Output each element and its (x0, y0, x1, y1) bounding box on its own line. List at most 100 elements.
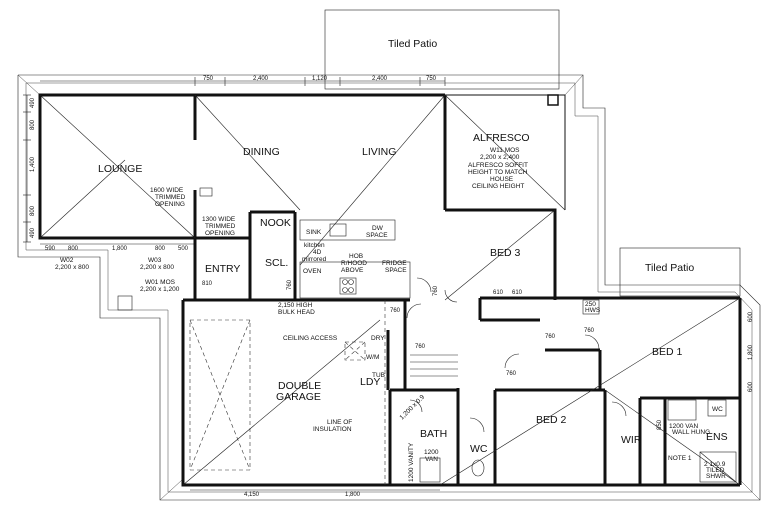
lounge-label: LOUNGE (98, 163, 142, 175)
hws-1: 250 (585, 301, 596, 308)
dim-right-600: 600 (748, 311, 754, 322)
insulation-1: LINE OF (327, 419, 352, 426)
ensuite-label: ENS (706, 431, 728, 443)
kitchen-3: mirrored (302, 256, 327, 263)
laundry-label: LDY (360, 376, 380, 388)
opening-1600-2: TRIMMED (155, 194, 186, 201)
dining-label: DINING (243, 146, 280, 158)
top-patio-label: Tiled Patio (388, 38, 437, 50)
dim-right-1800: 1,800 (748, 344, 754, 360)
w03-2: 2,200 x 800 (140, 264, 174, 271)
hws-2: HWS (585, 307, 601, 314)
dim-bot-1800a: 1,800 (112, 246, 128, 252)
dim-top-2400a: 2,400 (253, 76, 269, 82)
scullery-label: SCL. (265, 257, 288, 269)
dim-door-760c: 760 (584, 328, 595, 334)
entry-label: ENTRY (205, 263, 240, 275)
opening-1300-1: 1300 WIDE (202, 216, 236, 223)
washer-label: W/M (366, 354, 379, 361)
opening-1600-3: OPENING (155, 201, 185, 208)
dim-left-800a: 800 (30, 119, 36, 130)
right-patio-label: Tiled Patio (645, 262, 694, 274)
hob-1: HOB (349, 253, 363, 260)
dim-bot-1800b: 1,800 (345, 492, 361, 498)
alfresco-window-size: 2,200 x 2,400 (480, 154, 520, 161)
right-patio-outline (619, 247, 741, 297)
sink-label: SINK (306, 229, 322, 236)
ens-door: 850 (657, 419, 663, 430)
dryer-label: DRY (371, 335, 385, 342)
dim-entry-810: 810 (202, 281, 213, 287)
dim-bot-800a: 800 (68, 246, 79, 252)
roof-outline (17, 74, 761, 501)
garage-label-2: GARAGE (276, 391, 321, 403)
dim-top-2400b: 2,400 (372, 76, 388, 82)
bulkhead-1: 2,150 HIGH (278, 302, 313, 309)
alfresco-soffit-3: HOUSE (490, 176, 514, 183)
alfresco-window: W11 MOS (490, 147, 520, 154)
w03-1: W03 (148, 257, 162, 264)
dim-garage-760: 760 (287, 279, 293, 290)
dim-bot-4150: 4,150 (244, 492, 260, 498)
alfresco-soffit-4: CEILING HEIGHT (472, 183, 524, 190)
kitchen-1: kitchen (304, 242, 325, 249)
bulkhead-2: BULK HEAD (278, 309, 315, 316)
bed3-label: BED 3 (490, 247, 521, 259)
dim-bot-590: 590 (45, 246, 56, 252)
shower-ens-2: TILED (706, 467, 725, 474)
dim-bed3-610b: 610 (512, 290, 523, 296)
van-ens-2: WALL HUNG (672, 429, 710, 436)
alfresco-soffit-2: HEIGHT TO MATCH (468, 169, 528, 176)
dim-door-760: 760 (390, 308, 401, 314)
bed1-label: BED 1 (652, 346, 683, 358)
insulation-2: INSULATION (313, 426, 352, 433)
wc-label: WC (470, 443, 488, 455)
dim-door-760b: 760 (545, 334, 556, 340)
dim-top-750b: 750 (426, 76, 437, 82)
bed2-label: BED 2 (536, 414, 567, 426)
note-1: NOTE 1 (668, 455, 692, 462)
vanity-laundry: 1200 VANITY (408, 442, 415, 482)
fridge-1: FRIDGE (382, 260, 407, 267)
dim-bot-500: 500 (178, 246, 189, 252)
dw-space-1: DW (372, 225, 384, 232)
dim-bed3-610a: 610 (493, 290, 504, 296)
lounge-walls (38, 93, 195, 240)
w02-2: 2,200 x 800 (55, 264, 89, 271)
shower-ens-3: SHWR (706, 473, 726, 480)
opening-1300-3: OPENING (205, 230, 235, 237)
dim-door-760d: 760 (506, 371, 517, 377)
w01-2: 2,200 x 1,200 (140, 286, 180, 293)
dim-top-750a: 750 (203, 76, 214, 82)
hob-2: R/HOOD (341, 260, 367, 267)
shower-ens-1: 2 1x0.9 (704, 461, 726, 468)
dim-left-800b: 800 (30, 205, 36, 216)
dim-top-1120: 1,120 (312, 76, 328, 82)
dim-door-760e: 760 (415, 344, 426, 350)
fridge-2: SPACE (385, 267, 407, 274)
dim-door-760f: 760 (433, 285, 439, 296)
van-bath-2: VAN (425, 456, 438, 463)
alfresco-label: ALFRESCO (473, 132, 530, 144)
dim-left-490b: 490 (30, 227, 36, 238)
garage-label-1: DOUBLE (278, 380, 321, 392)
tub-label: TUB (372, 372, 385, 379)
alfresco-soffit-1: ALFRESCO SOFFIT (468, 162, 528, 169)
dim-left-1400: 1,400 (30, 156, 36, 172)
wir-label: WIR (621, 434, 642, 446)
opening-1600-1: 1600 WIDE (150, 187, 184, 194)
shower-bath: 1,200 x 0.9 (398, 393, 426, 421)
van-ens-1: 1200 VAN (669, 423, 698, 430)
living-label: LIVING (362, 146, 396, 158)
hob-3: ABOVE (341, 267, 364, 274)
oven-label: OVEN (303, 268, 322, 275)
dw-space-2: SPACE (366, 232, 388, 239)
w01-1: W01 MOS (145, 279, 176, 286)
nook-label: NOOK (260, 217, 291, 229)
dim-right-600b: 600 (748, 381, 754, 392)
dim-left-490a: 490 (30, 97, 36, 108)
ceiling-access: CEILING ACCESS (283, 335, 338, 342)
dim-bot-800b: 800 (155, 246, 166, 252)
wc-ens: WC (712, 406, 723, 413)
